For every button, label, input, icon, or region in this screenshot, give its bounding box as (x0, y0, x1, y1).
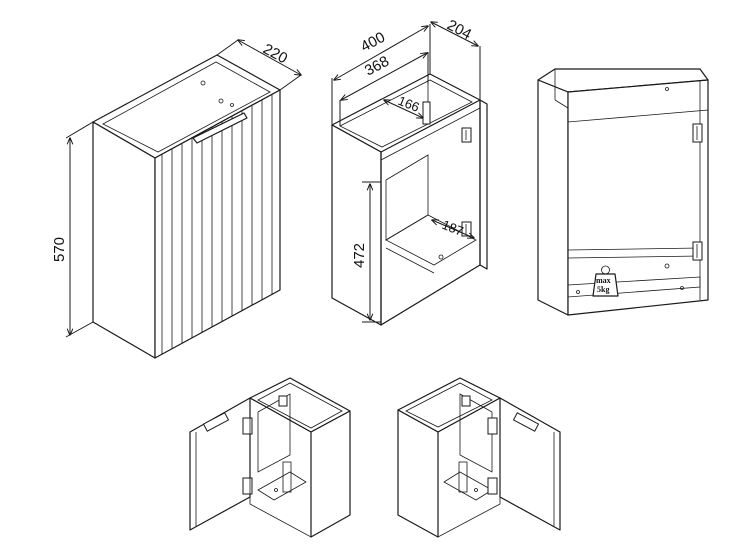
dimension-label-570: 570 (51, 237, 68, 262)
cabinet-top-opening (102, 61, 271, 153)
left-cabinet-divider (282, 461, 292, 493)
dimension-height-total: 570 (51, 121, 94, 338)
right-cabinet-top-opening (405, 382, 493, 428)
top-screw (218, 98, 224, 104)
carcass-right-side (479, 99, 488, 270)
right-door-hinge-top (512, 412, 540, 432)
carcass-left-side (331, 124, 382, 326)
max-load-label: max (596, 276, 611, 285)
shelf-screw (438, 254, 444, 260)
dimension-height-inner: 472 (351, 181, 381, 323)
front-screw (680, 286, 684, 290)
left-cabinet-shelf (257, 471, 307, 501)
dimension-label-220: 220 (260, 41, 290, 68)
front-screw (664, 263, 670, 269)
max-load-value: 5kg (597, 285, 609, 294)
left-door-hinge-plate (242, 417, 253, 435)
cabinet-left-side (92, 121, 156, 359)
front-screw (665, 87, 669, 91)
hinge-top (461, 127, 472, 143)
front-hinge-bottom (692, 241, 703, 261)
max-load-weight-icon: max 5kg (592, 265, 619, 297)
right-cabinet-divider (458, 461, 468, 493)
dimension-label-368: 368 (362, 53, 392, 80)
left-door-hinge-bottom (242, 477, 253, 495)
left-cabinet-marker (278, 395, 288, 407)
top-screw (200, 80, 206, 86)
view-open-door-left (189, 377, 351, 538)
front-carcass-body (567, 79, 709, 316)
right-cabinet-interior (437, 397, 501, 538)
inner-depth-marker (422, 101, 431, 125)
right-cabinet-shelf (443, 471, 493, 501)
right-cabinet-side (397, 409, 439, 538)
front-screw (576, 290, 580, 294)
carcass-bottom-shelf (385, 214, 477, 266)
right-cabinet-marker (461, 395, 471, 407)
front-hinge-top (692, 123, 703, 143)
top-screw (230, 103, 234, 107)
left-cabinet-side (310, 410, 351, 538)
right-door-hinge-bottom (487, 477, 498, 495)
right-open-door (499, 397, 561, 531)
door-handle[interactable] (192, 112, 248, 144)
right-cabinet-back-panel (459, 393, 493, 473)
cabinet-front-door (154, 89, 281, 359)
view-front-carcass: max 5kg (537, 68, 709, 316)
view-open-door-right (397, 377, 561, 538)
door-flutes (161, 94, 273, 354)
left-cabinet-top-opening (257, 382, 343, 429)
dimension-label-204: 204 (444, 17, 474, 44)
view-closed-cabinet (92, 54, 281, 359)
left-door-hinge-top (202, 412, 230, 432)
right-door-hinge-plate (487, 417, 498, 435)
front-carcass-outer (537, 79, 569, 316)
dimension-label-472: 472 (351, 243, 368, 268)
front-carcass-top-rail (567, 79, 709, 123)
left-cabinet-interior (249, 397, 312, 538)
